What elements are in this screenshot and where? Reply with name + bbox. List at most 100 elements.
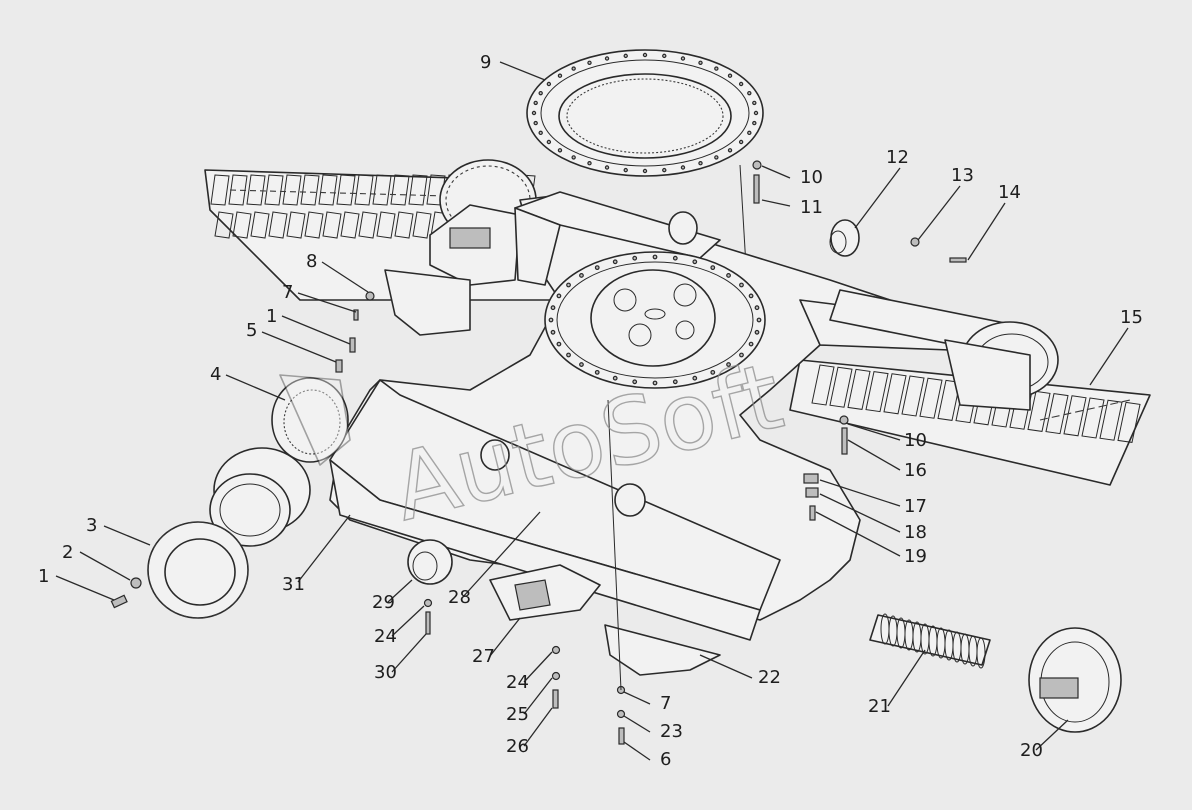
track-shoe (901, 375, 925, 417)
bolt-part-26 (552, 689, 559, 709)
washer-part-7 (365, 291, 375, 301)
turntable-bolt-hole (692, 375, 698, 381)
callout-27: 27 (472, 646, 495, 667)
idler-wheel (1028, 627, 1122, 733)
leader-line (1035, 719, 1069, 751)
final-drive-hub (271, 374, 351, 466)
turntable-bolt-hole (632, 255, 638, 261)
track-shoe (232, 211, 252, 239)
turntable-bolt-hole (754, 305, 760, 311)
ring-bolt-hole (642, 168, 648, 174)
ring-bolt-hole (747, 130, 752, 136)
turntable-bolt-hole (748, 293, 754, 299)
leader-line (281, 315, 351, 345)
turntable-bolt-hole (548, 317, 554, 323)
ring-bolt-hole (604, 165, 610, 170)
leader-line (623, 691, 651, 705)
ring-bolt-hole (533, 100, 538, 106)
leader-line (819, 479, 901, 507)
track-shoe (883, 373, 907, 415)
callout-8: 8 (306, 251, 317, 272)
track-shoe (394, 211, 414, 239)
ring-bolt-hole (752, 120, 757, 126)
ring-bolt-hole (662, 167, 667, 173)
track-shoe (1099, 399, 1123, 441)
callout-21: 21 (868, 696, 891, 717)
ring-bolt-hole (738, 81, 744, 87)
ring-bolt-hole (680, 165, 686, 170)
callout-12: 12 (886, 147, 909, 168)
callout-10-top: 10 (800, 167, 823, 188)
leader-line (461, 511, 541, 599)
leader-line (819, 493, 901, 533)
turntable-bolt-hole (550, 329, 556, 335)
recoil-spring (869, 613, 991, 669)
bolt-part-5 (335, 359, 343, 373)
bolt-part-30 (425, 611, 431, 635)
washer-part-23 (616, 709, 626, 719)
shim-part-18 (805, 487, 819, 498)
ring-bolt-hole (546, 139, 552, 145)
drive-sprocket (147, 521, 249, 619)
turntable-bolt-hole (566, 352, 571, 358)
assembly-axis-line (607, 399, 622, 691)
ring-bolt-hole (531, 110, 537, 116)
turntable-bolt-hole (652, 380, 658, 386)
turntable-bolt-hole (739, 352, 744, 358)
track-shoe (1081, 397, 1105, 439)
leader-line (297, 514, 351, 583)
callout-3: 3 (86, 515, 97, 536)
leader-line (847, 423, 901, 441)
track-shoe (322, 211, 342, 239)
turntable-bolt-hole (726, 362, 731, 367)
callout-26: 26 (506, 736, 529, 757)
ring-bolt-hole (680, 56, 686, 61)
callout-20: 20 (1020, 740, 1043, 761)
ring-bolt-hole (604, 56, 610, 61)
callout-15: 15 (1120, 307, 1143, 328)
ring-bolt-hole (738, 139, 744, 145)
leader-line (103, 525, 151, 546)
ring-bolt-hole (727, 148, 733, 153)
callout-11: 11 (800, 197, 823, 218)
callout-1: 1 (38, 566, 49, 587)
bolt-part-6 (353, 309, 359, 321)
track-shoe (228, 174, 248, 206)
turntable-bolt-hole (556, 341, 562, 347)
track-shoe (336, 174, 356, 206)
callout-29: 29 (372, 592, 395, 613)
callout-17: 17 (904, 496, 927, 517)
bolt-part-1 (110, 594, 128, 609)
callout-24b: 24 (506, 672, 529, 693)
shim-part-17 (803, 473, 819, 484)
center-turntable (544, 251, 766, 389)
leader-line (699, 654, 753, 679)
track-shoe (847, 368, 871, 410)
ring-bolt-hole (662, 53, 667, 59)
track-shoe (408, 174, 428, 206)
travel-motor (209, 447, 311, 547)
leader-line (391, 633, 427, 673)
ring-bolt-hole (753, 110, 759, 116)
track-shoe (304, 211, 324, 239)
track-shoe (286, 211, 306, 239)
turntable-bolt-hole (594, 369, 600, 375)
leader-line (623, 715, 651, 733)
bolt-part-19 (809, 505, 816, 521)
leader-line (523, 651, 553, 683)
leader-line (815, 511, 901, 557)
turntable-bolt-hole (579, 273, 584, 278)
callout-10-lower: 10 (904, 430, 927, 451)
track-guide-27 (489, 564, 601, 621)
callout-19: 19 (904, 546, 927, 567)
bolt-part-11 (753, 174, 760, 204)
bolt-part-1-upper (349, 337, 356, 353)
turntable-bolt-hole (652, 254, 658, 260)
turntable-bolt-hole (579, 362, 584, 367)
ring-bolt-hole (698, 60, 703, 65)
track-shoe (1045, 393, 1069, 435)
track-shoe (865, 371, 889, 413)
track-shoe (268, 211, 288, 239)
callout-18: 18 (904, 522, 927, 543)
